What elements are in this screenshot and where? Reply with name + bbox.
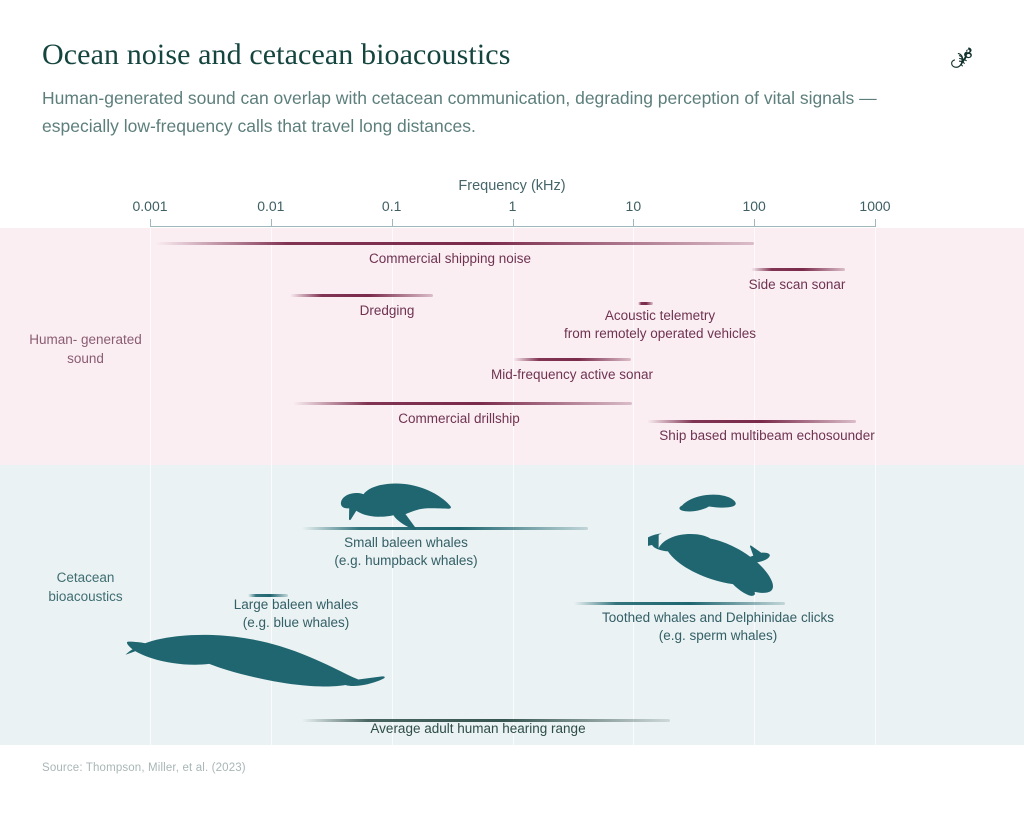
axis-tick-label: 0.001 [132, 198, 168, 214]
axis-tick-mark [512, 219, 514, 227]
axis-tick-label: 10 [625, 198, 642, 214]
range-bar [638, 302, 653, 305]
axis-tick-mark [150, 219, 151, 227]
axis-tick-mark [754, 219, 756, 227]
gridline [270, 228, 272, 745]
gridline [875, 228, 876, 745]
axis-tick-label: 100 [742, 198, 766, 214]
range-bar [301, 527, 588, 530]
range-bar-label: Mid-frequency active sonar [490, 367, 654, 382]
source-note: Source: Thompson, Miller, et al. (2023) [42, 762, 246, 774]
humpback-whale-silhouette [323, 478, 463, 532]
band-cetacean-bioacoustics [0, 465, 1024, 745]
axis-tick-mark [875, 219, 876, 227]
lizard-logo-icon [945, 40, 979, 74]
axis-title-label: Frequency (kHz) [458, 178, 566, 194]
axis-tick-label: 0.1 [381, 198, 402, 214]
axis-tick-mark [633, 219, 635, 227]
range-bar-label: Small baleen whales (e.g. humpback whale… [334, 535, 478, 568]
axis-baseline [150, 226, 875, 228]
range-bar-label: Average adult human hearing range [370, 721, 586, 736]
pilot-whale-silhouette [679, 493, 738, 515]
gridline [150, 228, 151, 745]
gridline [633, 228, 635, 745]
band-human-generated-sound [0, 228, 1024, 465]
axis-tick-label: 1000 [859, 198, 891, 214]
band-label-cetacean-bioacoustics: Cetacean bioacoustics [48, 570, 123, 604]
axis-tick-label: 0.01 [257, 198, 285, 214]
range-bar [647, 420, 857, 423]
blue-whale-silhouette [118, 625, 390, 687]
axis-title-frequency: Frequency (kHz) [0, 178, 1024, 194]
page-title: Ocean noise and cetacean bioacoustics [42, 38, 511, 71]
range-bar-label: Commercial shipping noise [368, 251, 532, 266]
axis-tick-label: 1 [508, 198, 517, 214]
range-bar [573, 602, 785, 605]
range-bar [301, 719, 670, 722]
range-bar [751, 268, 845, 271]
page-subtitle: Human-generated sound can overlap with c… [42, 88, 877, 136]
band-label-human-generated-sound: Human- generated sound [29, 332, 142, 366]
gridline [754, 228, 756, 745]
range-bar-label: Commercial drillship [398, 411, 520, 426]
range-bar-label: Dredging [359, 303, 415, 318]
axis-tick-mark [270, 219, 272, 227]
range-bar-label: Ship based multibeam echosounder [659, 428, 875, 443]
range-bar-label: Large baleen whales (e.g. blue whales) [233, 597, 359, 630]
sperm-whale-silhouette [648, 528, 790, 603]
range-bar [248, 594, 289, 597]
gridline [512, 228, 514, 745]
range-bar-label: Toothed whales and Delphinidae clicks (e… [602, 610, 834, 643]
range-bar [512, 358, 631, 361]
range-bar [290, 294, 434, 297]
range-bar-label: Acoustic telemetry from remotely operate… [563, 308, 757, 341]
range-bar-label: Side scan sonar [748, 277, 846, 292]
range-bar [292, 402, 633, 405]
axis-tick-mark [391, 219, 393, 227]
range-bar [155, 242, 755, 245]
